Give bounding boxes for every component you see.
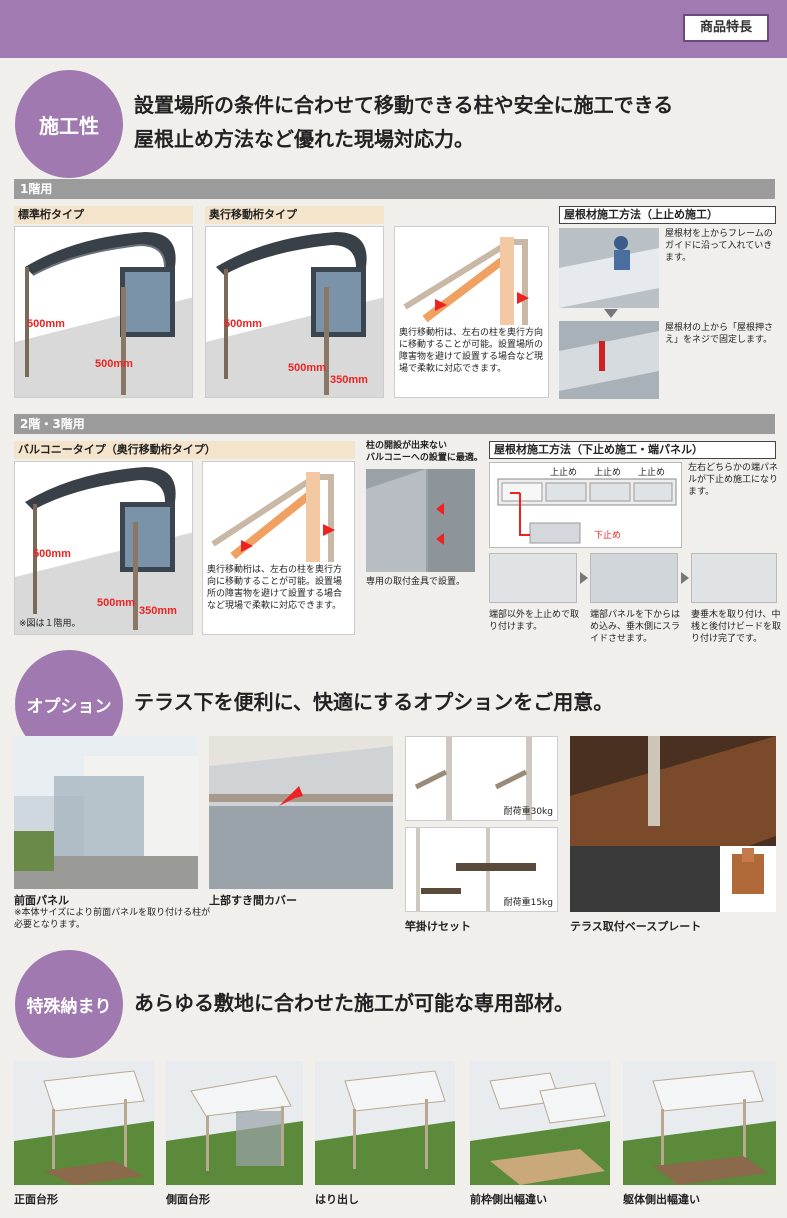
- dim-label: 350mm: [139, 605, 177, 617]
- dim-label: 350mm: [330, 374, 368, 386]
- note-1f: ※図は１階用。: [19, 619, 81, 629]
- wall-mount-photo: [366, 469, 475, 572]
- special-label-2: 側面台形: [166, 1193, 210, 1206]
- lower-stop-label: 下止め: [594, 529, 621, 540]
- step-photo-1: [489, 553, 577, 603]
- rod-hanger-30kg-photo: 耐荷重30kg: [405, 736, 558, 821]
- wall-caption: 専用の取付金具で設置。: [366, 577, 466, 587]
- balcony-type-image: 500mm 500mm 350mm ※図は１階用。: [14, 461, 193, 635]
- method-photo-2: [559, 321, 659, 399]
- special-photo-5: [623, 1061, 776, 1185]
- section-bar-1f: 1階用: [14, 179, 775, 199]
- section-bar-2f3f: 2階・3階用: [14, 414, 775, 434]
- header-bar: [0, 0, 787, 58]
- move-desc: 奥行移動桁は、左右の柱を奥行方向に移動することが可能。設置場所の障害物を避けて設…: [399, 328, 544, 374]
- step1-text: 端部以外を上止めで取り付けます。: [489, 610, 580, 632]
- front-panel-note: ※本体サイズにより前面パネルを取り付ける柱が必要となります。: [14, 908, 211, 930]
- wall-title-line2: バルコニーへの設置に最適。: [366, 453, 483, 463]
- rod-hanger-15kg-photo: 耐荷重15kg: [405, 827, 558, 912]
- dim-label: 500mm: [33, 548, 71, 560]
- move-type-image: 500mm 500mm 350mm: [205, 226, 384, 398]
- sec4-headline: あらゆる敷地に合わせた施工が可能な専用部材。: [134, 991, 574, 1015]
- sec1-headline: 設置場所の条件に合わせて移動できる柱や安全に施工できる 屋根止め方法など優れた現…: [134, 88, 784, 156]
- dim-label: 500mm: [288, 362, 326, 374]
- gap-cover-photo: [209, 736, 393, 889]
- step3-text: 妻垂木を取り付け、中桟と後付けビードを取り付け完了です。: [691, 610, 782, 644]
- right-arrow-icon: [681, 572, 689, 584]
- special-photo-3: [315, 1061, 455, 1185]
- gap-cover-label: 上部すき間カバー: [209, 894, 297, 907]
- special-label-1: 正面台形: [14, 1193, 58, 1206]
- label-balcony-type: バルコニータイプ（奥行移動桁タイプ）: [14, 441, 355, 459]
- wall-title: 柱の開設が出来ない バルコニーへの設置に最適。: [366, 440, 486, 464]
- special-photo-1: [14, 1061, 154, 1185]
- upper-stop-label: 上止め: [638, 466, 665, 477]
- dim-label: 500mm: [97, 597, 135, 609]
- dim-label: 500mm: [224, 318, 262, 330]
- move-detail-panel: 奥行移動桁は、左右の柱を奥行方向に移動することが可能。設置場所の障害物を避けて設…: [394, 226, 549, 398]
- special-photo-4: [470, 1061, 610, 1185]
- base-plate-label: テラス取付ベースプレート: [570, 920, 702, 933]
- step-photo-3: [691, 553, 777, 603]
- dim-label: 500mm: [27, 318, 65, 330]
- method-title-top: 屋根材施工方法（上止め施工）: [559, 206, 776, 224]
- method-photo-1: [559, 228, 659, 308]
- front-panel-label: 前面パネル: [14, 894, 69, 907]
- step2-text: 端部パネルを下からはめ込み、垂木側にスライドさせます。: [590, 610, 681, 644]
- method-step2: 屋根材の上から「屋根押さえ」をネジで固定します。: [665, 323, 774, 345]
- sec3-headline: テラス下を便利に、快適にするオプションをご用意。: [134, 690, 614, 714]
- balcony-move-detail: 奥行移動桁は、左右の柱を奥行方向に移動することが可能。設置場所の障害物を避けて設…: [202, 461, 355, 635]
- method-title-bottom: 屋根材施工方法（下止め施工・端パネル）: [489, 441, 776, 459]
- section-circle-construction: 施工性: [15, 70, 123, 178]
- special-label-3: はり出し: [315, 1193, 359, 1206]
- method-step1: 屋根材を上からフレームのガイドに沿って入れていきます。: [665, 229, 773, 263]
- sec1-headline-line1: 設置場所の条件に合わせて移動できる柱や安全に施工できる: [134, 93, 674, 117]
- feature-badge: 商品特長: [683, 14, 769, 42]
- sec1-headline-line2: 屋根止め方法など優れた現場対応力。: [134, 127, 474, 151]
- standard-type-image: 500mm 500mm: [14, 226, 193, 398]
- load-15-label: 耐荷重15kg: [503, 898, 553, 908]
- base-plate-photo: [570, 736, 776, 912]
- step-photo-2: [590, 553, 678, 603]
- special-label-4: 前枠側出幅違い: [470, 1193, 547, 1206]
- lower-fix-diagram: 上止め 上止め 上止め 下止め: [489, 462, 682, 548]
- down-arrow-icon: [604, 309, 618, 318]
- label-move-type: 奥行移動桁タイプ: [205, 206, 384, 224]
- front-panel-photo: [14, 736, 198, 889]
- special-photo-2: [166, 1061, 303, 1185]
- upper-stop-label: 上止め: [550, 466, 577, 477]
- load-30-label: 耐荷重30kg: [503, 807, 553, 817]
- balcony-move-desc: 奥行移動桁は、左右の柱を奥行方向に移動することが可能。設置場所の障害物を避けて設…: [207, 565, 343, 611]
- special-label-5: 躯体側出幅違い: [623, 1193, 700, 1206]
- right-arrow-icon: [580, 572, 588, 584]
- rod-set-label: 竿掛けセット: [405, 920, 471, 933]
- upper-stop-label: 上止め: [594, 466, 621, 477]
- label-standard-type: 標準桁タイプ: [14, 206, 193, 224]
- wall-title-line1: 柱の開設が出来ない: [366, 441, 448, 451]
- dim-label: 500mm: [95, 358, 133, 370]
- method-side-text: 左右どちらかの端パネルが下止め施工になります。: [688, 463, 779, 497]
- section-circle-special: 特殊納まり: [15, 950, 123, 1058]
